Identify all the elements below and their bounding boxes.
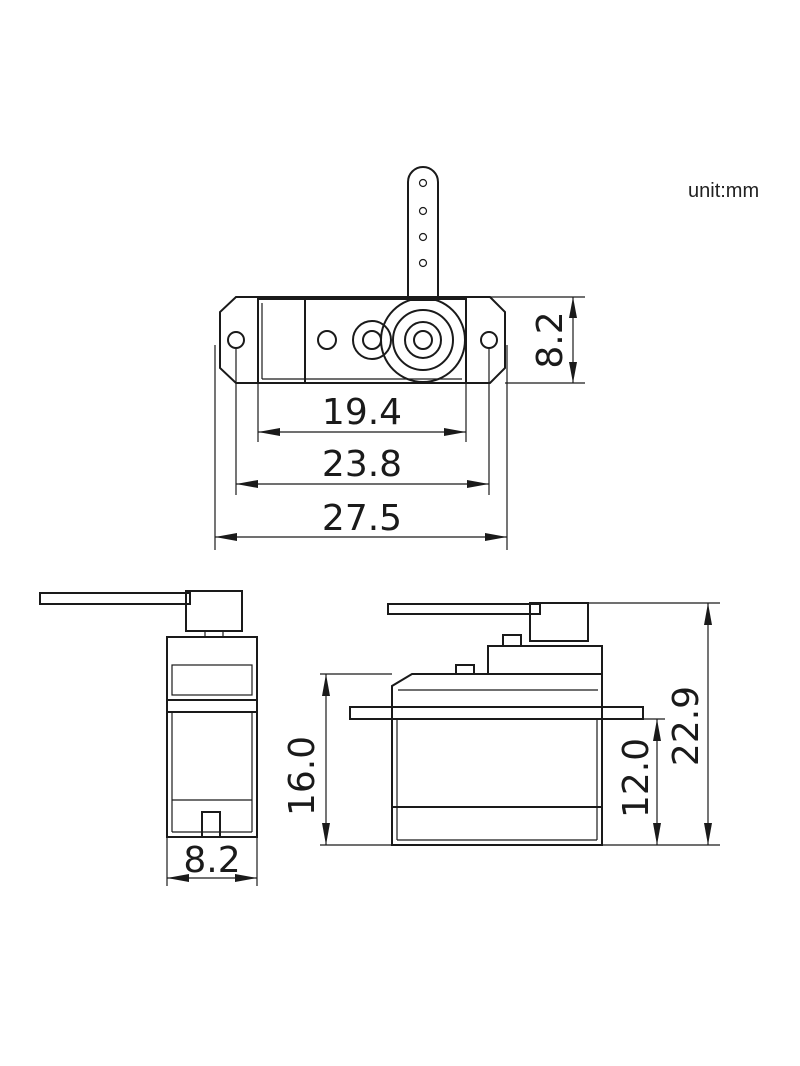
servo-horn-arm <box>407 166 439 301</box>
mounting-hole-left <box>227 331 245 349</box>
top-view: 19.4 23.8 27.5 8.2 <box>214 166 585 550</box>
unit-label: unit:mm <box>688 180 760 202</box>
front-view-gear-housing <box>487 645 603 675</box>
dim-label-8-2-side: 8.2 <box>183 840 240 881</box>
dim-label-16-0: 16.0 <box>282 736 323 816</box>
dim-label-23-8: 23.8 <box>322 444 402 485</box>
dim-label-19-4: 19.4 <box>322 392 402 433</box>
mounting-hole-right <box>480 331 498 349</box>
dim-label-22-9: 22.9 <box>666 686 707 766</box>
horn-hole-3 <box>418 232 428 242</box>
side-view-horn-arm <box>39 592 191 605</box>
dim-label-27-5: 27.5 <box>322 498 402 539</box>
side-view-body <box>166 636 258 838</box>
front-view-flange <box>349 706 644 720</box>
output-shaft-outer <box>380 297 466 383</box>
front-view-body <box>391 673 603 846</box>
side-view-cable-notch <box>201 811 221 837</box>
front-view-horn-arm <box>387 603 541 615</box>
dim-label-8-2-top: 8.2 <box>530 311 571 368</box>
front-view-horn-hub <box>529 602 589 642</box>
side-view-horn-hub <box>185 590 243 632</box>
output-shaft-center <box>413 330 433 350</box>
horn-hole-4 <box>418 258 428 268</box>
dim-label-12-0: 12.0 <box>616 738 657 818</box>
front-view: 16.0 12.0 22.9 <box>282 602 720 846</box>
side-view: 8.2 <box>39 590 258 886</box>
gear-boss-small <box>317 330 337 350</box>
horn-hole-1 <box>418 178 428 188</box>
top-view-flange-outline <box>219 296 506 384</box>
gear-boss-medium <box>352 320 392 360</box>
horn-hole-2 <box>418 206 428 216</box>
top-view-body <box>257 298 467 384</box>
